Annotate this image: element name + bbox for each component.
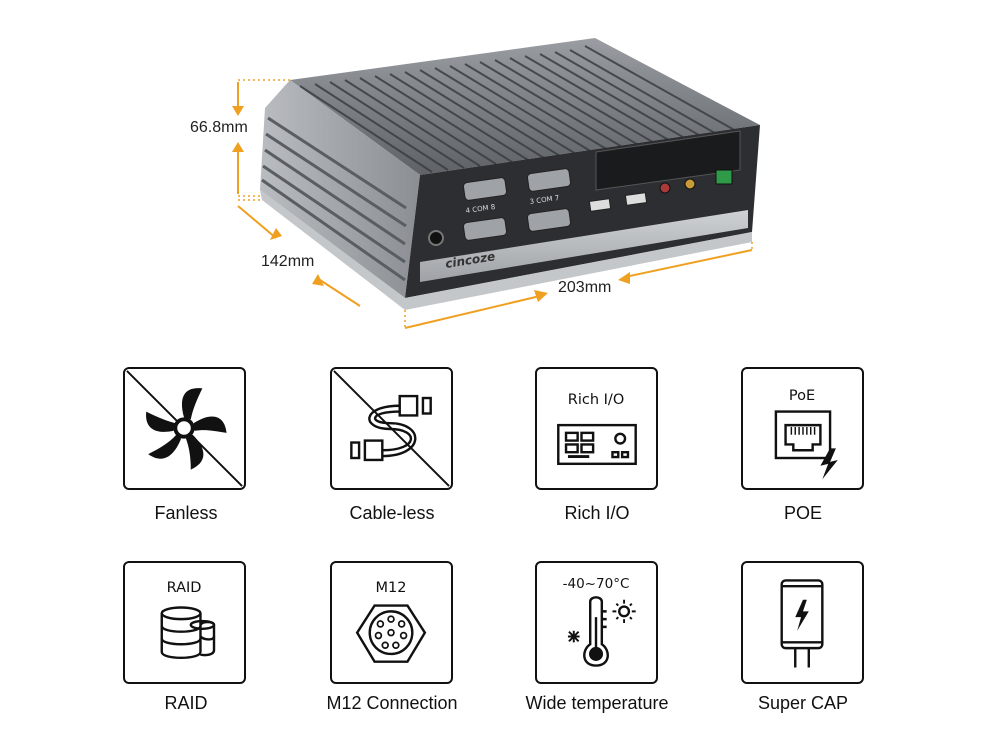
m12-tile: M12 <box>330 561 453 684</box>
dimension-markers <box>232 79 753 330</box>
fanless-tile <box>123 367 246 490</box>
heatsink-top <box>290 38 760 175</box>
fanless-icon <box>126 370 243 487</box>
wide-temperature-tile: -40~70°C <box>535 561 658 684</box>
m12-inner-label: M12 <box>376 580 407 596</box>
raid-icon: RAID <box>160 580 216 660</box>
super-cap-tile <box>741 561 864 684</box>
power-button <box>428 230 444 246</box>
temperature-inner-label: -40~70°C <box>563 576 630 592</box>
super-cap-icon <box>780 579 824 668</box>
usb-port <box>624 192 648 206</box>
front-panel: cincoze 4 COM 8 3 COM 7 <box>405 125 760 298</box>
thermometer-icon: -40~70°C <box>563 576 636 667</box>
heatsink-side <box>260 80 420 298</box>
rich-io-inner-label: Rich I/O <box>568 392 624 408</box>
usb-port <box>588 198 612 212</box>
feature-caption: M12 Connection <box>326 693 458 713</box>
rich-io-tile: Rich I/O <box>535 367 658 490</box>
raid-tile: RAID <box>123 561 246 684</box>
feature-caption: Cable-less <box>349 503 435 523</box>
m12-icon: M12 <box>355 580 427 663</box>
poe-tile: PoE <box>741 367 864 490</box>
poe-inner-label: PoE <box>789 388 815 404</box>
cable-less-tile <box>330 367 453 490</box>
power-terminal <box>715 169 733 185</box>
feature-caption: RAID <box>164 693 208 713</box>
cable-less-icon <box>333 370 450 487</box>
feature-caption: Wide temperature <box>525 693 669 713</box>
raid-inner-label: RAID <box>167 580 202 596</box>
feature-caption: Super CAP <box>757 693 849 713</box>
rich-io-icon: Rich I/O <box>557 392 637 466</box>
product-illustration: cincoze 4 COM 8 3 COM 7 <box>232 38 760 330</box>
height-dimension: 66.8mm <box>190 119 248 136</box>
feature-caption: Fanless <box>154 503 218 523</box>
width-dimension: 203mm <box>558 279 612 296</box>
poe-icon: PoE <box>774 388 838 480</box>
feature-caption: POE <box>783 503 822 523</box>
depth-dimension: 142mm <box>261 253 315 270</box>
feature-caption: Rich I/O <box>564 503 630 523</box>
